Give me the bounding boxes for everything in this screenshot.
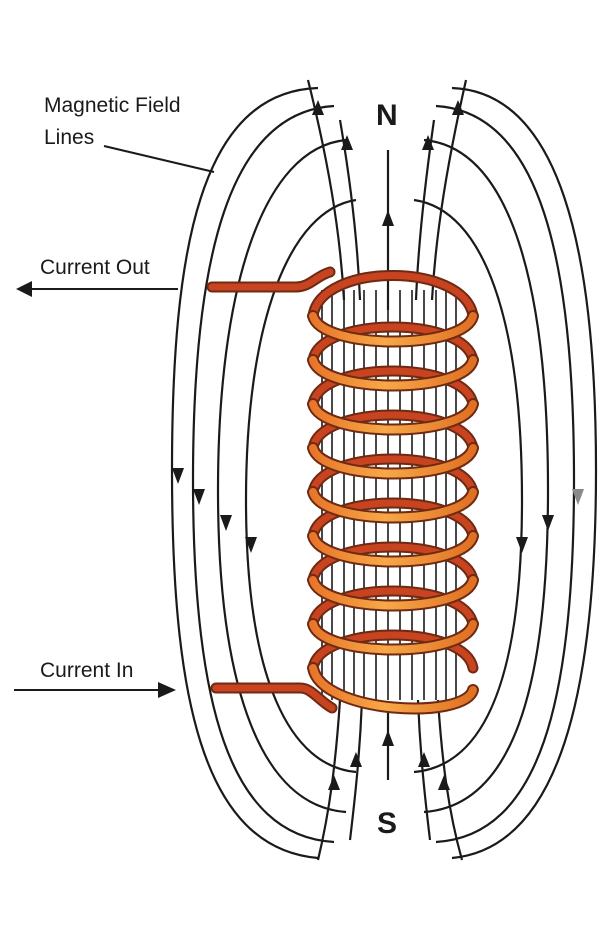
- arrow-up-icon: [452, 100, 464, 115]
- arrow-down-icon: [193, 489, 205, 505]
- arrow-down-icon: [516, 537, 528, 553]
- annotations: [14, 145, 215, 691]
- arrow-left-icon: [16, 281, 32, 297]
- field-lines-label-line1: Magnetic Field: [44, 94, 181, 117]
- north-pole-label: N: [376, 99, 398, 132]
- arrow-down-icon: [220, 515, 232, 531]
- arrow-down-icon: [172, 468, 184, 484]
- arrow-up-icon: [382, 730, 394, 746]
- arrow-up-icon: [422, 135, 434, 150]
- field-line: [416, 699, 432, 841]
- south-pole-label: S: [377, 807, 398, 840]
- field-line: [191, 104, 335, 844]
- field-lines-outer-right: [413, 86, 598, 860]
- coil-front: [307, 310, 479, 715]
- current-out-label: Current Out: [40, 256, 150, 279]
- field-line: [316, 699, 342, 861]
- arrow-up-icon: [382, 210, 394, 226]
- arrow-down-icon: [245, 537, 257, 553]
- arrow-down-icon: [572, 489, 584, 505]
- field-line: [348, 699, 364, 841]
- field-line: [435, 104, 576, 844]
- field-line: [413, 198, 524, 774]
- field-line: [216, 138, 347, 814]
- field-line: [436, 699, 464, 861]
- field-lines-callout: [103, 145, 215, 173]
- arrow-up-icon: [341, 135, 353, 150]
- arrow-up-icon: [312, 100, 324, 115]
- arrow-up-icon: [438, 775, 450, 790]
- arrow-up-icon: [350, 752, 362, 767]
- arrow-up-icon: [418, 752, 430, 767]
- field-line: [244, 198, 357, 774]
- field-lines-label-line2: Lines: [44, 126, 95, 149]
- coil-leads: [206, 266, 338, 714]
- arrow-down-icon: [542, 515, 554, 531]
- current-in-label: Current In: [40, 659, 134, 682]
- field-line: [170, 86, 319, 860]
- coil-back: [307, 270, 479, 674]
- field-line: [423, 138, 550, 814]
- arrow-up-icon: [328, 775, 340, 790]
- arrow-right-icon: [158, 682, 176, 698]
- field-lines-outer-left: [170, 86, 357, 860]
- field-arrows: [172, 100, 584, 790]
- field-line: [451, 86, 598, 860]
